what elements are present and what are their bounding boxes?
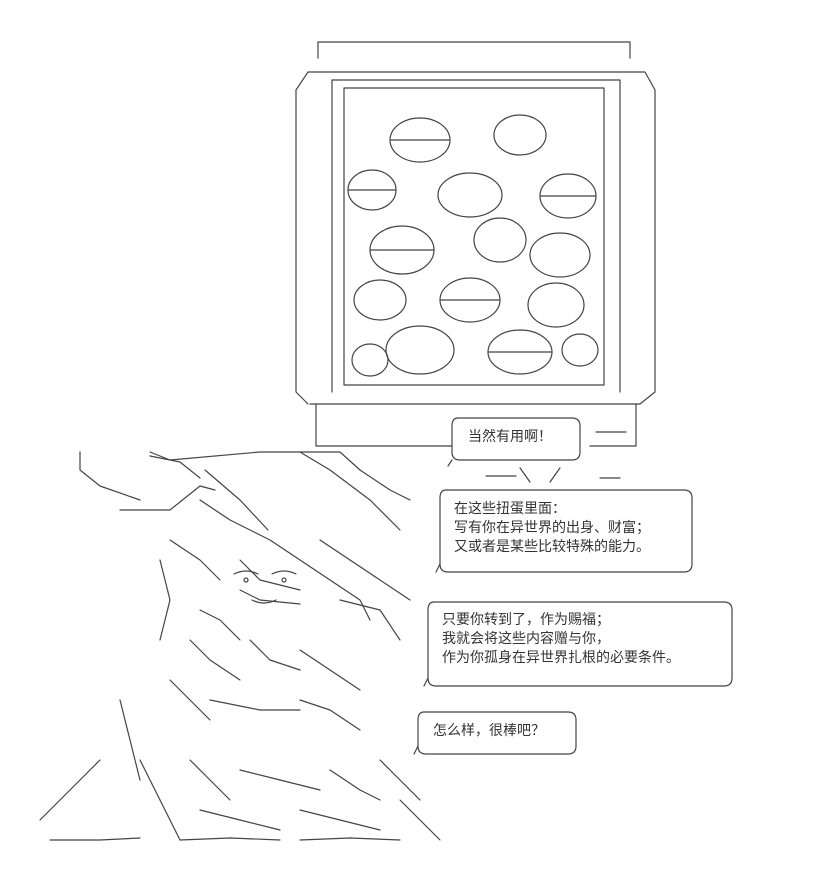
decorative-lines <box>485 467 621 483</box>
speech-bubbles <box>413 417 733 755</box>
character-figure <box>39 451 441 841</box>
bubble-3-line-1: 只要你转到了，作为赐福； <box>442 612 610 628</box>
bubble-2-line-2: 写有你在异世界的出身、财富； <box>454 520 650 536</box>
speech-bubble-1: 当然有用啊！ <box>468 428 552 447</box>
bubble-2-line-1: 在这些扭蛋里面： <box>454 501 566 517</box>
bubble-1-line-1: 当然有用啊！ <box>468 429 552 445</box>
bubble-4-line-1: 怎么样，很棒吧？ <box>433 723 545 739</box>
speech-bubble-3: 只要你转到了，作为赐福； 我就会将这些内容赠与你， 作为你孤身在异世界扎根的必要… <box>442 611 680 668</box>
bubble-3-line-3: 作为你孤身在异世界扎根的必要条件。 <box>442 650 680 666</box>
gacha-machine <box>295 41 656 447</box>
capsules <box>347 114 599 377</box>
speech-bubble-2: 在这些扭蛋里面： 写有你在异世界的出身、财富； 又或者是某些比较特殊的能力。 <box>454 500 650 557</box>
speech-bubble-4: 怎么样，很棒吧？ <box>433 722 545 741</box>
bubble-2-line-3: 又或者是某些比较特殊的能力。 <box>454 539 650 555</box>
bubble-3-line-2: 我就会将这些内容赠与你， <box>442 631 610 647</box>
